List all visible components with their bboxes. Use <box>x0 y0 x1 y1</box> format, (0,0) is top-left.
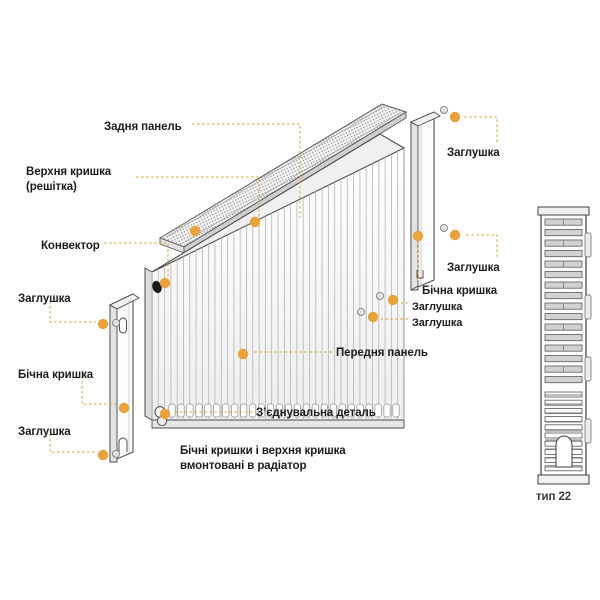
marker-back-panel <box>249 216 261 228</box>
marker-front-panel <box>237 348 249 360</box>
label-type: тип 22 <box>536 491 572 503</box>
label-plug-left-top: Заглушка <box>18 293 71 305</box>
marker-plug-lb <box>97 449 109 461</box>
label-front-panel: Передня панель <box>336 347 428 359</box>
label-plug-top-right: Заглушка <box>447 147 500 159</box>
marker-plug-tr <box>449 111 461 123</box>
side-cover-left-graphic <box>109 293 140 463</box>
label-connector-part: З’єднувальна деталь <box>256 407 376 419</box>
label-plug-lower-a: Заглушка <box>412 301 463 313</box>
label-side-cover-left: Бічна кришка <box>18 369 94 381</box>
plug-icon-mr <box>439 223 448 232</box>
plug-icons <box>112 106 448 458</box>
plug-icon-lb <box>112 449 121 458</box>
plug-icon-la <box>375 291 384 300</box>
label-plug-mid-right: Заглушка <box>447 262 500 274</box>
label-plug-lower-b: Заглушка <box>412 317 463 329</box>
plug-icon-tr <box>439 106 448 115</box>
label-side-cover-right: Бічна кришка <box>422 285 498 297</box>
marker-side-right <box>412 230 424 242</box>
back-panel-graphic <box>158 103 408 254</box>
side-cover-right-graphic <box>409 111 441 291</box>
marker-side-left <box>118 402 130 414</box>
label-plug-left-bottom: Заглушка <box>18 426 71 438</box>
leader-lines <box>49 116 498 453</box>
marker-plug-lt <box>97 318 109 330</box>
marker-plug-mr <box>449 229 461 241</box>
plug-icon-lt <box>112 318 121 327</box>
label-back-panel: Задня панель <box>104 121 182 133</box>
label-top-cover: Верхня кришка (решітка) <box>26 166 112 193</box>
label-convector: Конвектор <box>41 240 100 252</box>
radiator-body-graphic <box>144 133 406 429</box>
cross-section-view <box>537 206 592 485</box>
label-note: Бічні кришки і верхня кришка вмонтовані … <box>180 445 346 472</box>
marker-plug-la <box>387 294 399 306</box>
marker-top-cover <box>189 225 201 237</box>
marker-dots <box>97 111 461 461</box>
plug-icon-lb2 <box>356 307 365 316</box>
marker-convector <box>159 277 171 289</box>
marker-connector <box>159 408 171 420</box>
marker-plug-lb2 <box>367 311 379 323</box>
